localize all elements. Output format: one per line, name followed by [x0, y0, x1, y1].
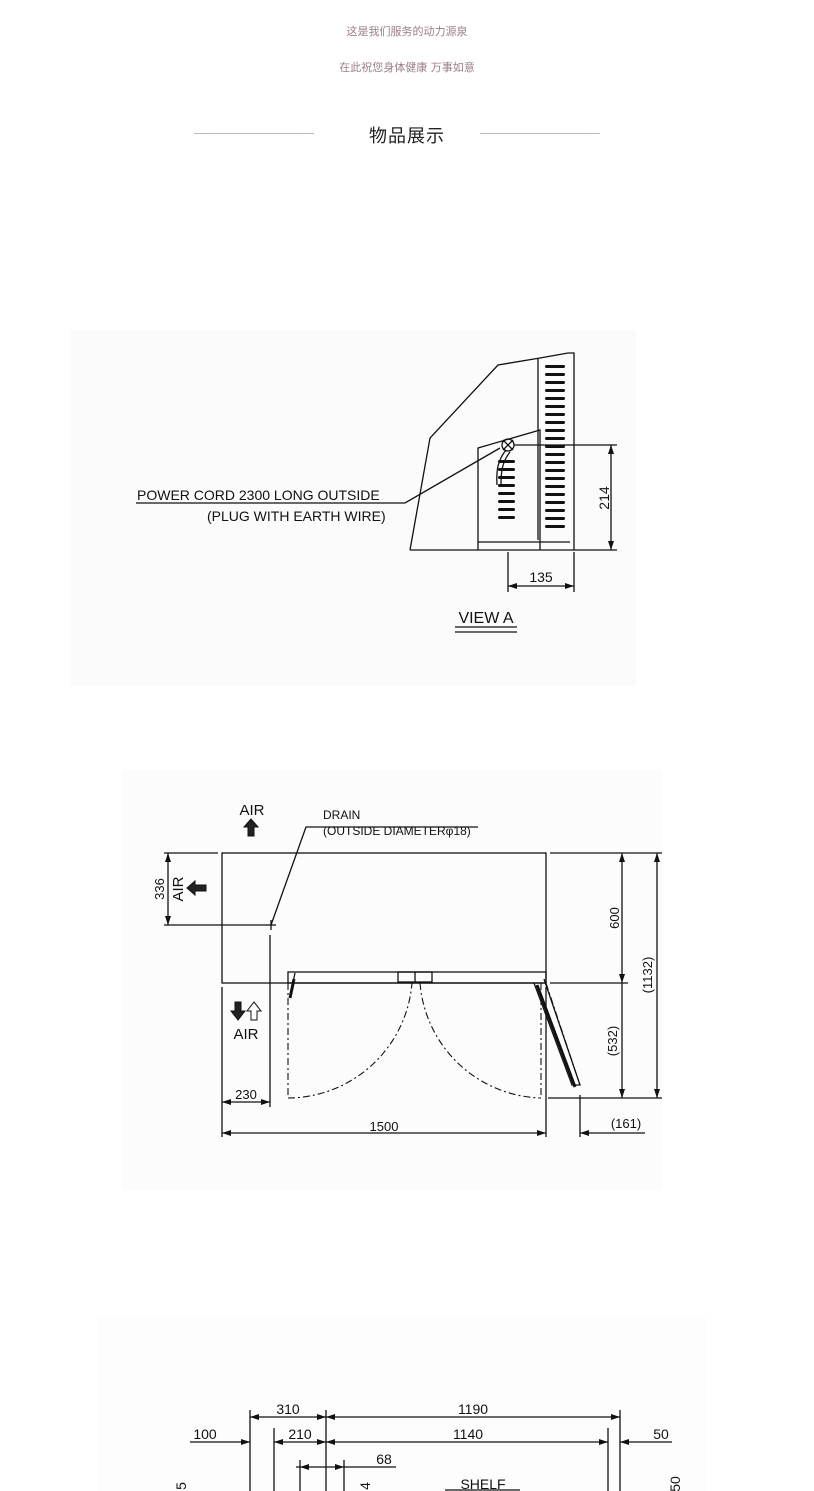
air-left-label: AIR	[170, 876, 187, 901]
section-header: 物品展示	[0, 118, 814, 148]
plug-label: (PLUG WITH EARTH WIRE)	[207, 508, 386, 524]
divider-left	[194, 133, 314, 134]
power-cord-label: POWER CORD 2300 LONG OUTSIDE	[137, 487, 380, 503]
plan-view-drawing: AIR AIR AIR DRAIN (OUTSIDE DIAMETERφ18) …	[122, 770, 662, 1190]
dim-532: (532)	[605, 1026, 620, 1056]
shelf-label: SHELF	[460, 1476, 505, 1491]
air-bottom-label: AIR	[233, 1026, 258, 1043]
dim-1190: 1190	[458, 1401, 488, 1417]
dim-210: 210	[288, 1426, 312, 1442]
dim-edge-left: 5	[173, 1482, 189, 1490]
dim-edge-right: 50	[667, 1476, 683, 1491]
front-view-drawing: 310 1190 100 210 1140 50 68 SHELF 5 4 50	[98, 1315, 706, 1491]
dim-135: 135	[529, 569, 553, 585]
louvres-right	[545, 365, 565, 528]
section-title: 物品展示	[369, 126, 445, 147]
divider-right	[480, 133, 600, 134]
dim-336: 336	[152, 878, 167, 900]
dim-edge-mid: 4	[357, 1482, 373, 1490]
dim-1140: 1140	[453, 1426, 483, 1442]
dim-1132: (1132)	[640, 957, 655, 994]
air-left-arrow-icon	[186, 879, 207, 897]
dim-214: 214	[596, 486, 612, 510]
dim-230: 230	[235, 1087, 257, 1102]
dim-50: 50	[653, 1426, 669, 1442]
louvres-left	[498, 460, 515, 519]
drain-detail: (OUTSIDE DIAMETERφ18)	[323, 824, 471, 838]
dim-68: 68	[376, 1451, 392, 1467]
view-a-title: VIEW A	[458, 610, 513, 627]
tagline-wishes: 在此祝您身体健康 万事如意	[339, 61, 475, 74]
view-a-drawing: POWER CORD 2300 LONG OUTSIDE (PLUG WITH …	[70, 330, 636, 686]
dim-600: 600	[607, 907, 622, 929]
air-up-arrow-icon	[242, 818, 260, 837]
air-up-outline-arrow-icon	[245, 1001, 263, 1021]
drain-label: DRAIN	[323, 808, 360, 822]
dim-310: 310	[276, 1401, 300, 1417]
air-top-label: AIR	[239, 802, 264, 819]
dim-100: 100	[193, 1426, 217, 1442]
dim-161: (161)	[611, 1116, 641, 1131]
air-down-arrow-icon	[229, 1001, 247, 1021]
dim-1500: 1500	[370, 1119, 399, 1134]
tagline-thanks: 这是我们服务的动力源泉	[346, 25, 468, 38]
